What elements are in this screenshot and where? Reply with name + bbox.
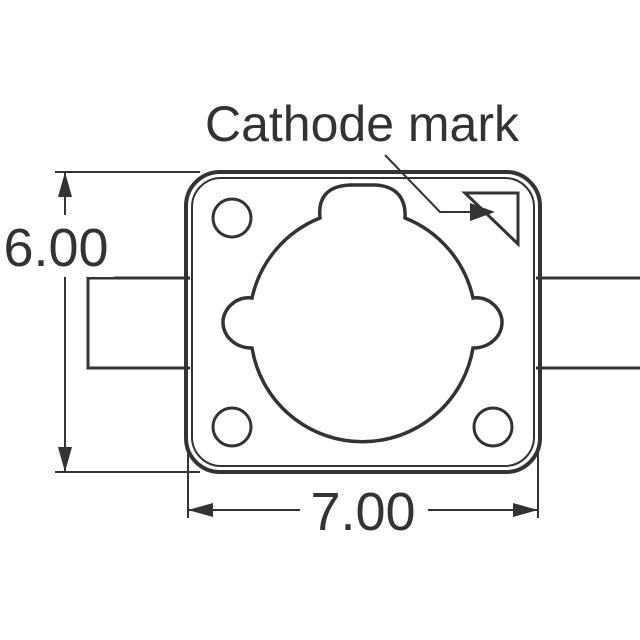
- lens-outline: [221, 183, 504, 444]
- left-lead: [86, 276, 190, 370]
- mount-hole: [211, 406, 253, 448]
- height-dimension-label: 6.00: [3, 218, 108, 278]
- mount-hole: [472, 406, 514, 448]
- right-lead: [536, 276, 640, 370]
- mount-hole: [211, 197, 253, 239]
- arrowhead-up: [58, 172, 72, 197]
- arrowhead-right: [513, 503, 538, 517]
- cathode-mark-triangle: [461, 191, 520, 248]
- package-body-outer: [184, 170, 542, 474]
- width-dimension-label: 7.00: [310, 482, 415, 542]
- arrowhead-down: [58, 447, 72, 472]
- cathode-mark-label: Cathode mark: [205, 96, 520, 152]
- cathode-arrowhead: [470, 203, 495, 221]
- package-body-inner: [191, 177, 535, 467]
- arrowhead-left: [188, 503, 213, 517]
